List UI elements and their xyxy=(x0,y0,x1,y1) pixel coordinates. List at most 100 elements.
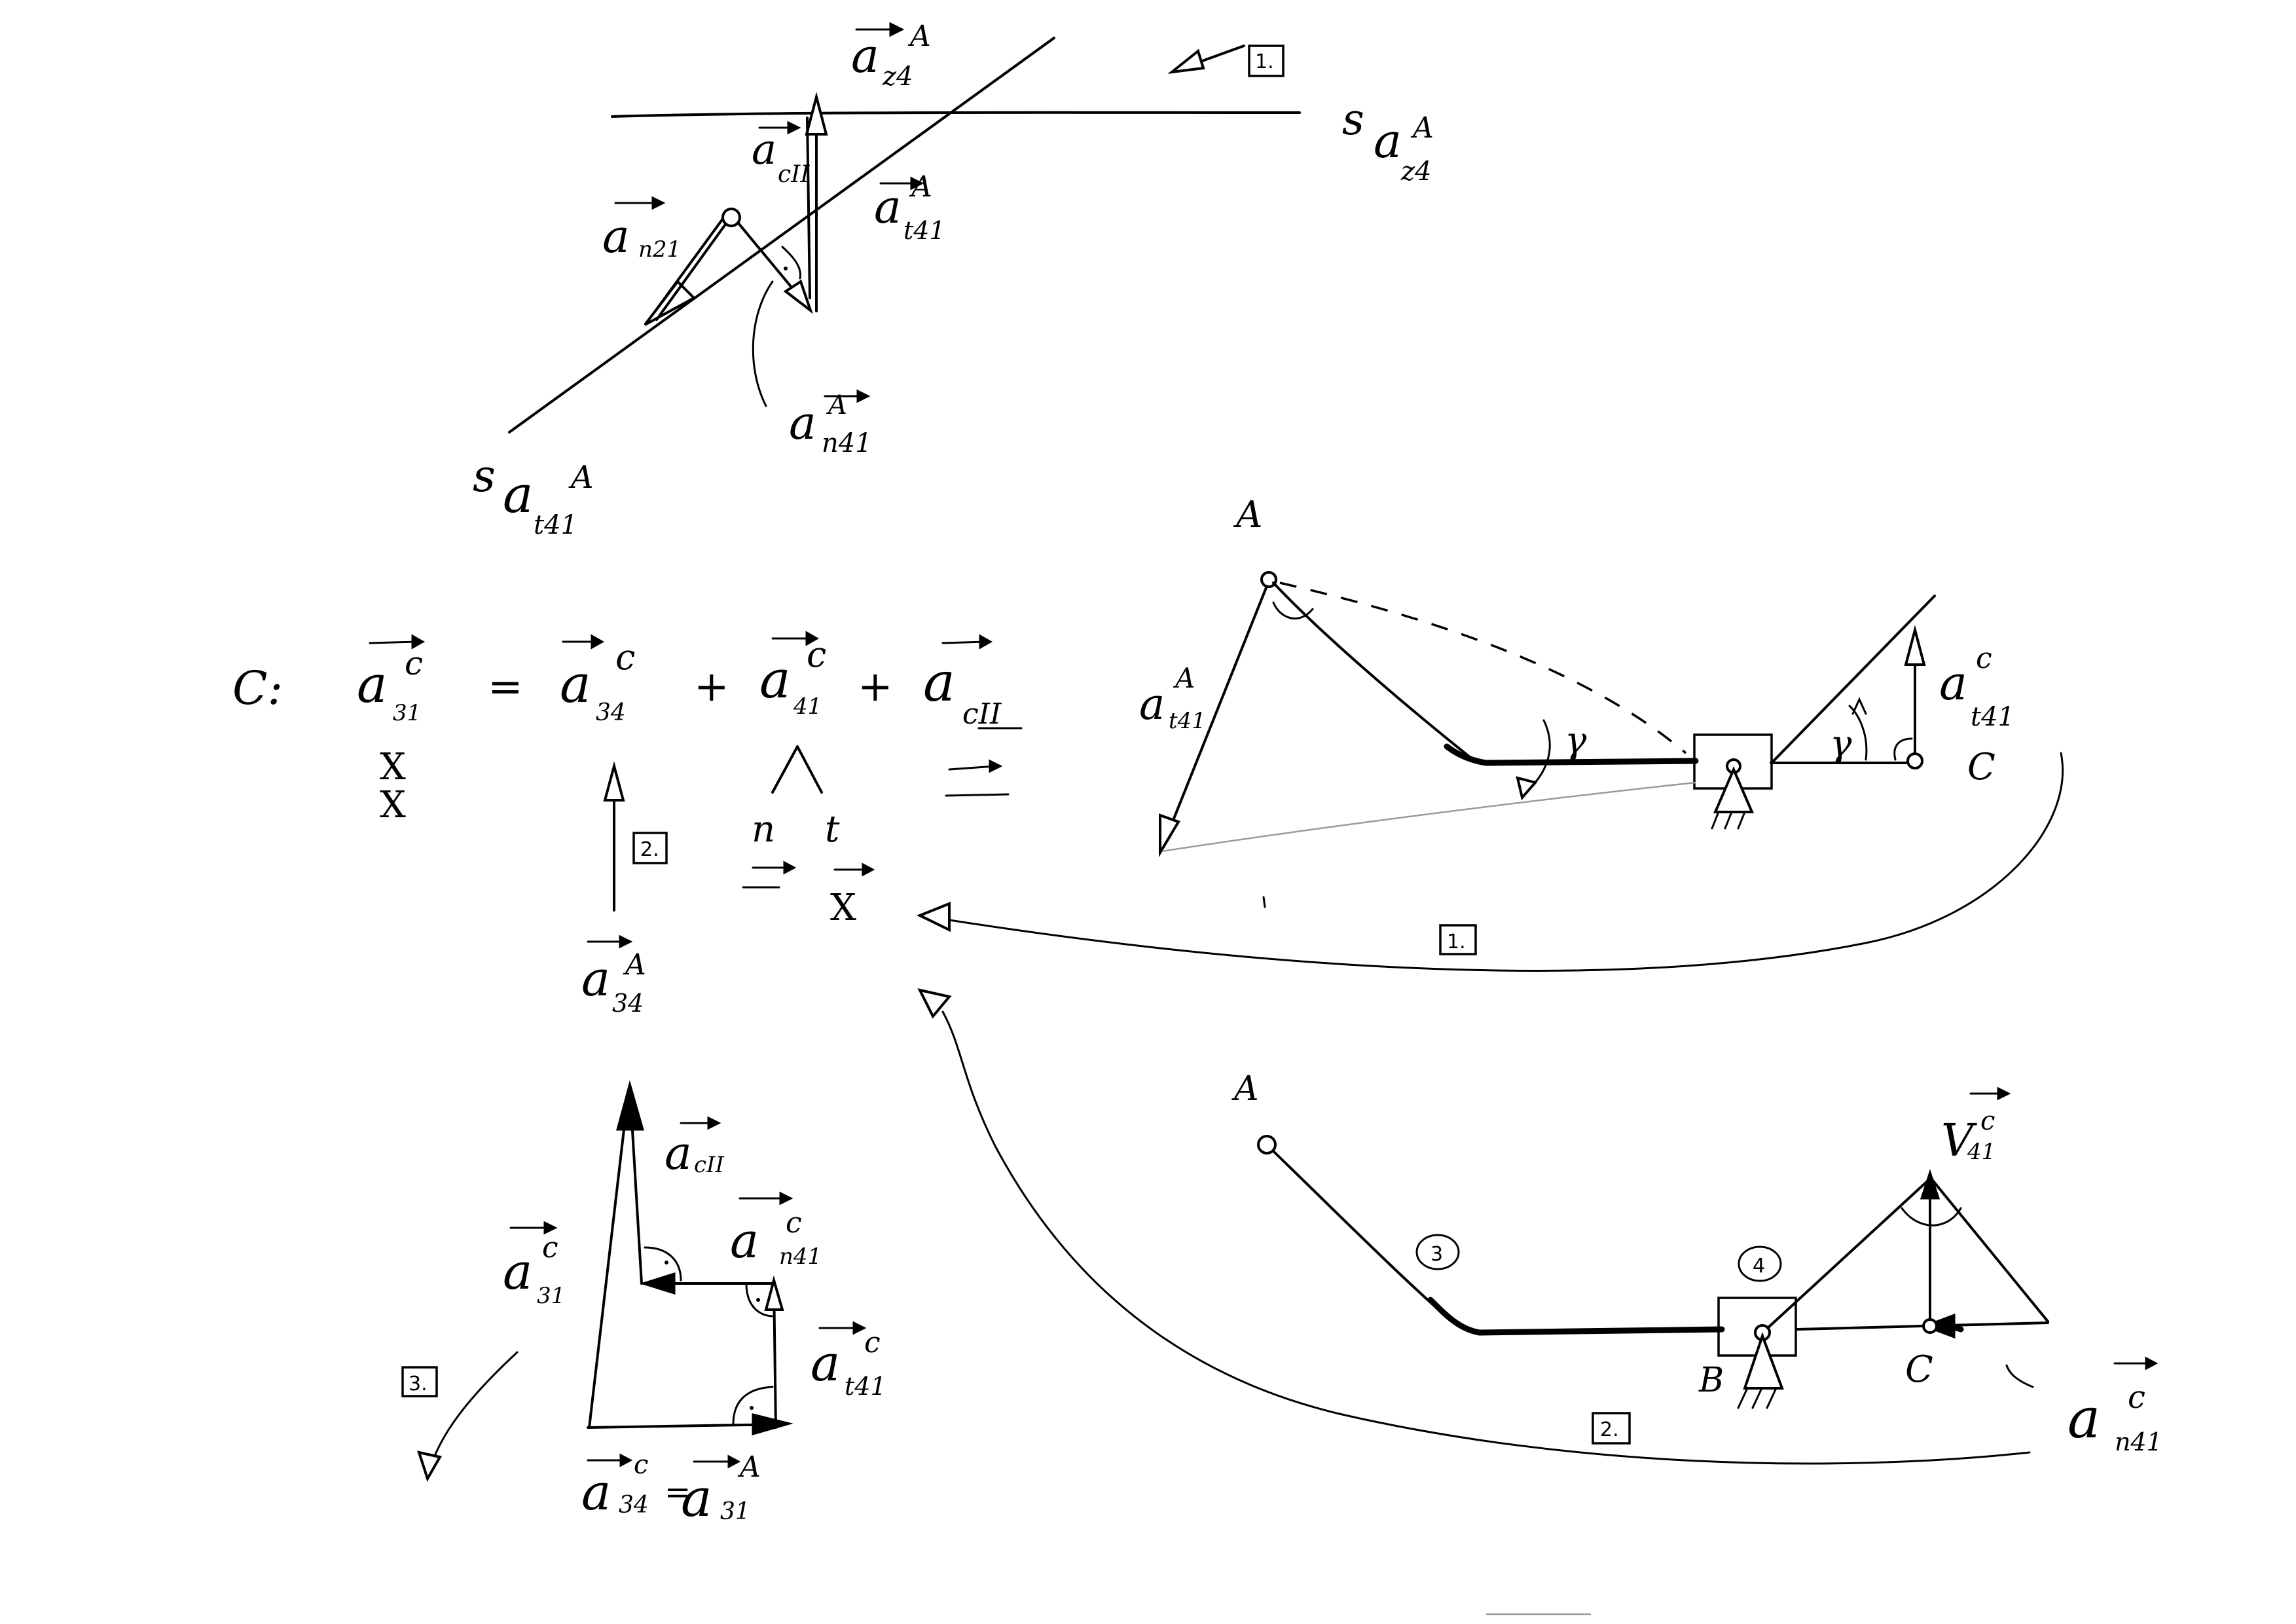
svg-text:s: s xyxy=(473,451,496,502)
arrowhead-at41-C-bot xyxy=(764,1275,784,1311)
svg-text:t41: t41 xyxy=(534,510,577,540)
svg-text:cII: cII xyxy=(778,161,810,188)
right-angle-mark xyxy=(781,246,802,280)
svg-text:a: a xyxy=(560,654,591,714)
label-v41-C: V 41 c xyxy=(1941,1086,2011,1167)
svg-text:a: a xyxy=(581,1463,611,1521)
swoop-arrowhead-2 xyxy=(917,988,952,1019)
svg-text:c: c xyxy=(405,644,423,682)
point-A-mid: A xyxy=(1233,494,1262,536)
step1-arrowhead-top xyxy=(1167,48,1205,74)
leader-an41-C xyxy=(2005,1364,2034,1388)
arrowhead-acII-top xyxy=(783,279,814,314)
svg-text:A: A xyxy=(737,1450,761,1484)
link-3-mid-b xyxy=(1444,743,1489,766)
eq-unknown-x1: X xyxy=(380,746,406,788)
step1-box-mid xyxy=(1439,924,1477,955)
svg-text:n21: n21 xyxy=(638,236,681,263)
link-4-bot xyxy=(1476,1326,1725,1336)
svg-text:V: V xyxy=(1941,1115,1977,1167)
eq-plus-1: + xyxy=(694,663,729,711)
gamma-label-2: γ xyxy=(1830,723,1852,766)
svg-text:a: a xyxy=(1139,679,1165,729)
svg-text:n41: n41 xyxy=(2115,1428,2162,1456)
svg-text:a: a xyxy=(759,649,791,710)
svg-text:A: A xyxy=(826,390,847,420)
top-polygon: 1. a z4 A s a z4 A a cII a t41 A a n2 xyxy=(473,20,1434,540)
svg-text:31: 31 xyxy=(720,1498,750,1525)
svg-text:a: a xyxy=(602,210,630,263)
ground-hatch-mid xyxy=(1711,811,1746,830)
direction-line-a34-A xyxy=(611,111,1301,118)
label-an41-A-top: a n41 A xyxy=(789,389,872,458)
joint-C-bot xyxy=(1922,1318,1938,1334)
link3-label: 3 xyxy=(1430,1243,1443,1266)
step3-arrow xyxy=(428,1351,519,1475)
label-at41-C-mid: a t41 c xyxy=(1939,642,2014,732)
step2-label-eq: 2. xyxy=(640,838,659,861)
eq-term-a34-C: a 34 c xyxy=(560,634,635,726)
link-4-mid xyxy=(1483,758,1699,766)
svg-text:=: = xyxy=(665,1474,691,1511)
step1-label-mid: 1. xyxy=(1447,931,1466,953)
swoop-arrow-2 xyxy=(941,1010,2031,1465)
link4-circle xyxy=(1738,1246,1782,1282)
eq-plus-2: + xyxy=(858,663,893,711)
vector-a31-C-bot xyxy=(588,1089,630,1429)
stray-mark-1 xyxy=(1262,896,1266,908)
step3-label: 3. xyxy=(409,1373,428,1395)
svg-text:a: a xyxy=(2068,1386,2100,1450)
vector-an21-b xyxy=(655,217,731,321)
svg-text:z4: z4 xyxy=(882,62,913,92)
eq-point-C: C: xyxy=(232,661,283,715)
label-acII-top: a cII xyxy=(752,120,810,188)
step2-label-bot: 2. xyxy=(1600,1418,1619,1441)
svg-text:c: c xyxy=(786,1206,802,1240)
eq-split-caret xyxy=(771,745,823,794)
svg-text:a: a xyxy=(1374,113,1402,168)
svg-text:a: a xyxy=(503,466,534,525)
svg-text:t41: t41 xyxy=(845,1372,886,1401)
svg-text:34: 34 xyxy=(612,989,644,1018)
joint-A-bot xyxy=(1257,1135,1277,1154)
svg-text:s: s xyxy=(1342,94,1364,145)
svg-text:t41: t41 xyxy=(1971,702,2014,732)
swoop-arrow-1 xyxy=(948,752,2064,972)
right-angle-C-mid xyxy=(1893,737,1913,761)
right-angle-bot-2 xyxy=(745,1282,775,1318)
direction-line-at41-A xyxy=(508,37,1055,434)
svg-text:a: a xyxy=(811,1334,840,1392)
svg-text:a: a xyxy=(874,180,902,234)
svg-text:a: a xyxy=(789,396,816,450)
mechanism-1: A γ γ a t41 A a xyxy=(917,494,2064,972)
svg-text:34: 34 xyxy=(619,1492,649,1519)
svg-text:c: c xyxy=(1980,1106,1995,1136)
svg-text:t41: t41 xyxy=(903,216,945,245)
label-a34-A-top: a z4 A xyxy=(851,20,931,92)
swoop-arrowhead-1 xyxy=(917,902,951,932)
svg-text:n41: n41 xyxy=(779,1244,822,1270)
point-A-bot: A xyxy=(1231,1069,1259,1109)
svg-text:a: a xyxy=(851,28,879,83)
arrowhead-v41-C xyxy=(1920,1169,1941,1200)
step2-box-bot xyxy=(1592,1412,1631,1445)
eq-t: t xyxy=(825,808,840,851)
svg-text:c: c xyxy=(615,637,635,678)
label-an21: a n21 xyxy=(602,196,681,263)
step3-arrowhead xyxy=(417,1450,443,1482)
label-a34-C-eq-a31-A: a 34 c = a 31 A xyxy=(581,1450,761,1528)
svg-text:31: 31 xyxy=(537,1283,565,1309)
mechanism-2: A 3 4 B C V 41 c a n41 xyxy=(917,988,2162,1465)
link-3-mid xyxy=(1272,581,1474,761)
svg-text:cII: cII xyxy=(694,1152,724,1178)
svg-text:a: a xyxy=(1939,655,1967,710)
svg-text:a: a xyxy=(581,951,610,1007)
svg-text:A: A xyxy=(909,170,932,204)
svg-text:c: c xyxy=(1976,642,1992,675)
ground-support-bot xyxy=(1743,1332,1784,1390)
vector-equation: C: a 31 c = a 34 c + a 41 c + a cII X xyxy=(232,631,1023,1018)
eq-n: n xyxy=(752,808,775,851)
svg-text:a: a xyxy=(923,652,955,714)
arrowhead-a34-A-top xyxy=(805,92,828,136)
